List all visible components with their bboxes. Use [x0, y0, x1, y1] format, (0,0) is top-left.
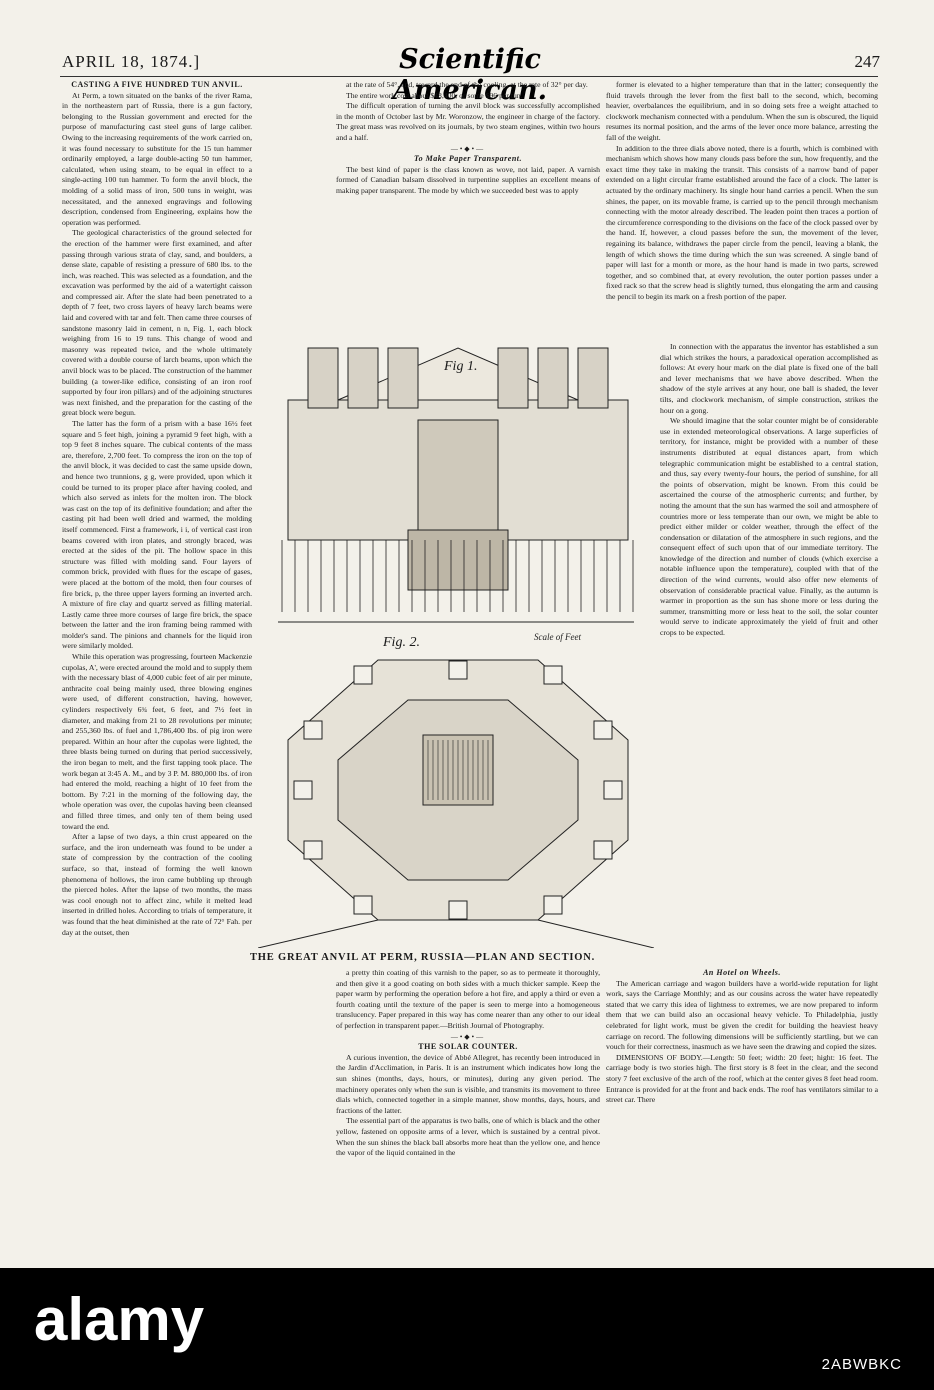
- column-2-top: at the rate of 54°, and, toward the end …: [336, 80, 600, 336]
- paper-paragraph-2: a pretty thin coating of this varnish to…: [336, 968, 600, 1030]
- cupola-mark: [448, 900, 468, 920]
- hotel-paragraph-2: DIMENSIONS OF BODY.—Length: 50 feet; wid…: [606, 1052, 878, 1105]
- column-3-bottom: An Hotel on Wheels. The American carriag…: [606, 968, 878, 1262]
- column-2-bottom: a pretty thin coating of this varnish to…: [336, 968, 600, 1262]
- ornament-divider: —•◆•—: [450, 144, 486, 153]
- anvil-paragraph-8: The difficult operation of turning the a…: [336, 101, 600, 142]
- svg-text:alamy: alamy: [34, 1286, 205, 1353]
- solar-paragraph-6: We should imagine that the solar counter…: [660, 416, 878, 638]
- column-3-middle: In connection with the apparatus the inv…: [660, 342, 878, 958]
- solar-paragraph-1: A curious invention, the device of Abbé …: [336, 1052, 600, 1115]
- article-title-hotel: An Hotel on Wheels.: [703, 968, 781, 977]
- anvil-paragraph-6: at the rate of 54°, and, toward the end …: [346, 80, 588, 89]
- anvil-paragraph-2: The geological characteristics of the gr…: [62, 228, 252, 418]
- article-title-paper: To Make Paper Transparent.: [414, 154, 522, 164]
- anvil-paragraph-5: After a lapse of two days, a thin crust …: [62, 832, 252, 937]
- anvil-plan-and-section-drawing: Fig 1. Fig. 2. Scale of Feet: [258, 340, 654, 948]
- cupola-mark: [543, 895, 563, 915]
- cupola-mark: [353, 895, 373, 915]
- cupola-mark: [353, 665, 373, 685]
- newspaper-page: APRIL 18, 1874.] Scientific American. 24…: [0, 0, 934, 1268]
- header-rule: [60, 76, 878, 77]
- image-reference-code: 2ABWBKC: [821, 1356, 902, 1373]
- alamy-logo: alamy: [34, 1286, 205, 1353]
- scale-of-feet-label: Scale of Feet: [534, 632, 581, 642]
- column-3-top: former is elevated to a higher temperatu…: [606, 80, 878, 336]
- article-title-solar: THE SOLAR COUNTER.: [418, 1042, 518, 1052]
- fig-2-label: Fig. 2.: [382, 635, 420, 650]
- anvil-engraving: Fig 1. Fig. 2. Scale of Feet: [258, 340, 654, 948]
- fig-1-label: Fig 1.: [443, 359, 477, 374]
- column-1: CASTING A FIVE HUNDRED TUN ANVIL. At Per…: [62, 80, 252, 1262]
- cupola-mark: [303, 720, 323, 740]
- fig-2-plan: [258, 659, 654, 948]
- masthead-title: Scientific American.: [392, 44, 548, 106]
- cupola-mark: [303, 840, 323, 860]
- cupola-mark: [603, 780, 623, 800]
- cupola-mark: [293, 780, 313, 800]
- cupola-mark: [448, 660, 468, 680]
- issue-date: APRIL 18, 1874.]: [62, 52, 201, 71]
- page-number: 247: [854, 52, 881, 71]
- anvil-paragraph-4: While this operation was progressing, fo…: [62, 652, 252, 831]
- anvil-paragraph-1: At Perm, a town situated on the banks of…: [62, 90, 252, 227]
- fig-1-section: [278, 347, 634, 623]
- cupola-mark: [543, 665, 563, 685]
- paper-paragraph-1: The best kind of paper is the class know…: [336, 164, 600, 195]
- solar-paragraph-5: In connection with the apparatus the inv…: [660, 342, 878, 415]
- solar-paragraph-3: former is elevated to a higher temperatu…: [606, 80, 878, 142]
- solar-paragraph-2: The essential part of the apparatus is t…: [336, 1116, 600, 1158]
- article-title-anvil: CASTING A FIVE HUNDRED TUN ANVIL.: [71, 80, 243, 89]
- solar-paragraph-4: In addition to the three dials above not…: [606, 143, 878, 301]
- anvil-paragraph-3: The latter has the form of a prism with …: [62, 419, 252, 651]
- anvil-paragraph-7: The entire work cost about $48,400, or s…: [346, 90, 523, 100]
- stock-banner: alamy 2ABWBKC: [0, 1268, 934, 1390]
- hotel-paragraph-1: The American carriage and wagon builders…: [606, 978, 878, 1052]
- cupola-mark: [593, 840, 613, 860]
- figure-caption: THE GREAT ANVIL AT PERM, RUSSIA—PLAN AND…: [250, 952, 596, 963]
- cupola-mark: [593, 720, 613, 740]
- ornament-divider-2: —•◆•—: [450, 1032, 486, 1041]
